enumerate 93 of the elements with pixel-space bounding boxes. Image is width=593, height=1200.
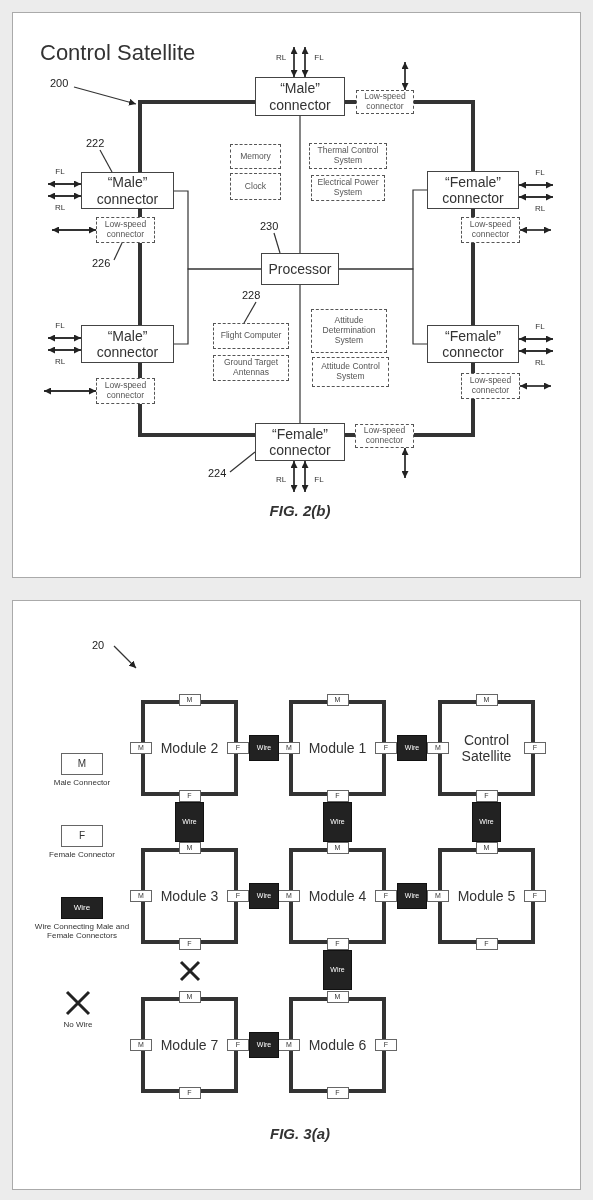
callout-number: 230	[260, 219, 282, 233]
double-arrow	[43, 387, 97, 395]
leader-line	[113, 645, 137, 669]
double-arrow	[518, 347, 554, 355]
subsystem-box: Thermal Control System	[309, 143, 387, 169]
double-arrow	[47, 192, 82, 200]
double-arrow	[290, 460, 298, 493]
connection-line	[345, 433, 355, 437]
subsystem-box: Flight Computer	[213, 323, 289, 349]
connector-box: “Male” connector	[81, 172, 174, 209]
callout-number: 228	[242, 288, 264, 302]
edge-label: RL	[53, 356, 67, 368]
connection-line	[345, 100, 356, 104]
double-arrow	[47, 346, 82, 354]
callout-number: 222	[86, 136, 108, 150]
subsystem-box: Attitude Determination System	[311, 309, 387, 353]
edge-label: RL	[274, 474, 288, 486]
connection-line	[138, 404, 255, 437]
edge-label: FL	[534, 167, 546, 179]
double-arrow	[51, 226, 97, 234]
low-speed-connector-box: Low-speed connector	[356, 90, 414, 114]
edge-label: FL	[54, 320, 66, 332]
connection-line	[471, 209, 475, 217]
callout-number: 200	[50, 76, 74, 90]
legend-label: No Wire	[62, 1020, 94, 1029]
connection-line	[299, 284, 301, 424]
panel-title: Control Satellite	[40, 40, 197, 66]
double-arrow	[519, 382, 552, 390]
double-arrow	[518, 193, 554, 201]
figure-panel	[12, 600, 581, 1190]
edge-label: RL	[533, 203, 547, 215]
low-speed-connector-box: Low-speed connector	[96, 378, 155, 404]
double-arrow	[301, 460, 309, 493]
connection-line	[414, 399, 475, 437]
connector-box: “Female” connector	[427, 325, 519, 363]
connector-box: “Male” connector	[81, 325, 174, 363]
connection-line	[138, 209, 142, 217]
connection-line	[338, 268, 428, 345]
double-arrow	[47, 180, 82, 188]
leader-line	[273, 232, 281, 254]
double-arrow	[401, 447, 409, 479]
low-speed-connector-box: Low-speed connector	[461, 217, 520, 243]
double-arrow	[518, 335, 554, 343]
subsystem-box: Ground Target Antennas	[213, 355, 289, 381]
double-arrow	[401, 61, 409, 91]
connection-line	[138, 243, 142, 325]
edge-label: RL	[274, 52, 288, 64]
leader-line	[73, 86, 137, 106]
leader-line	[99, 149, 113, 173]
connection-line	[299, 115, 301, 254]
connection-line	[414, 100, 475, 171]
double-arrow	[301, 46, 309, 78]
figure-caption: FIG. 2(b)	[268, 502, 332, 519]
subsystem-box: Memory	[230, 144, 281, 169]
wire-box: Wire	[61, 897, 103, 919]
leader-line	[243, 301, 257, 324]
callout-number: 20	[92, 638, 114, 652]
edge-label: FL	[313, 52, 325, 64]
double-arrow	[47, 334, 82, 342]
connection-line	[173, 268, 262, 345]
edge-label: RL	[533, 357, 547, 369]
legend-label: Female Connector	[48, 850, 116, 859]
leader-line	[113, 242, 123, 261]
low-speed-connector-box: Low-speed connector	[355, 424, 414, 448]
connection-line	[138, 363, 142, 378]
legend-label: Male Connector	[52, 778, 112, 787]
connector-box: “Male” connector	[255, 77, 345, 116]
double-arrow	[290, 46, 298, 78]
edge-label: RL	[53, 202, 67, 214]
callout-number: 226	[92, 256, 114, 270]
legend-label: Wire Connecting Male and Female Connectors	[33, 922, 131, 940]
connector-box: F	[61, 825, 103, 847]
double-arrow	[518, 181, 554, 189]
connector-box: Processor	[261, 253, 339, 285]
connection-line	[471, 363, 475, 373]
connection-line	[471, 243, 475, 325]
double-arrow	[519, 226, 552, 234]
low-speed-connector-box: Low-speed connector	[461, 373, 520, 399]
subsystem-box: Clock	[230, 173, 281, 200]
leader-line	[229, 451, 256, 473]
edge-label: FL	[313, 474, 325, 486]
edge-label: FL	[534, 321, 546, 333]
subsystem-box: Electrical Power System	[311, 175, 385, 201]
connection-line	[138, 100, 255, 172]
edge-label: FL	[54, 166, 66, 178]
connector-box: M	[61, 753, 103, 775]
figure-caption: FIG. 3(a)	[269, 1125, 331, 1142]
low-speed-connector-box: Low-speed connector	[96, 217, 155, 243]
callout-number: 224	[208, 466, 230, 480]
connector-box: “Female” connector	[255, 423, 345, 461]
connector-box: “Female” connector	[427, 171, 519, 209]
figure-panel	[12, 12, 581, 578]
subsystem-box: Attitude Control System	[312, 357, 389, 387]
